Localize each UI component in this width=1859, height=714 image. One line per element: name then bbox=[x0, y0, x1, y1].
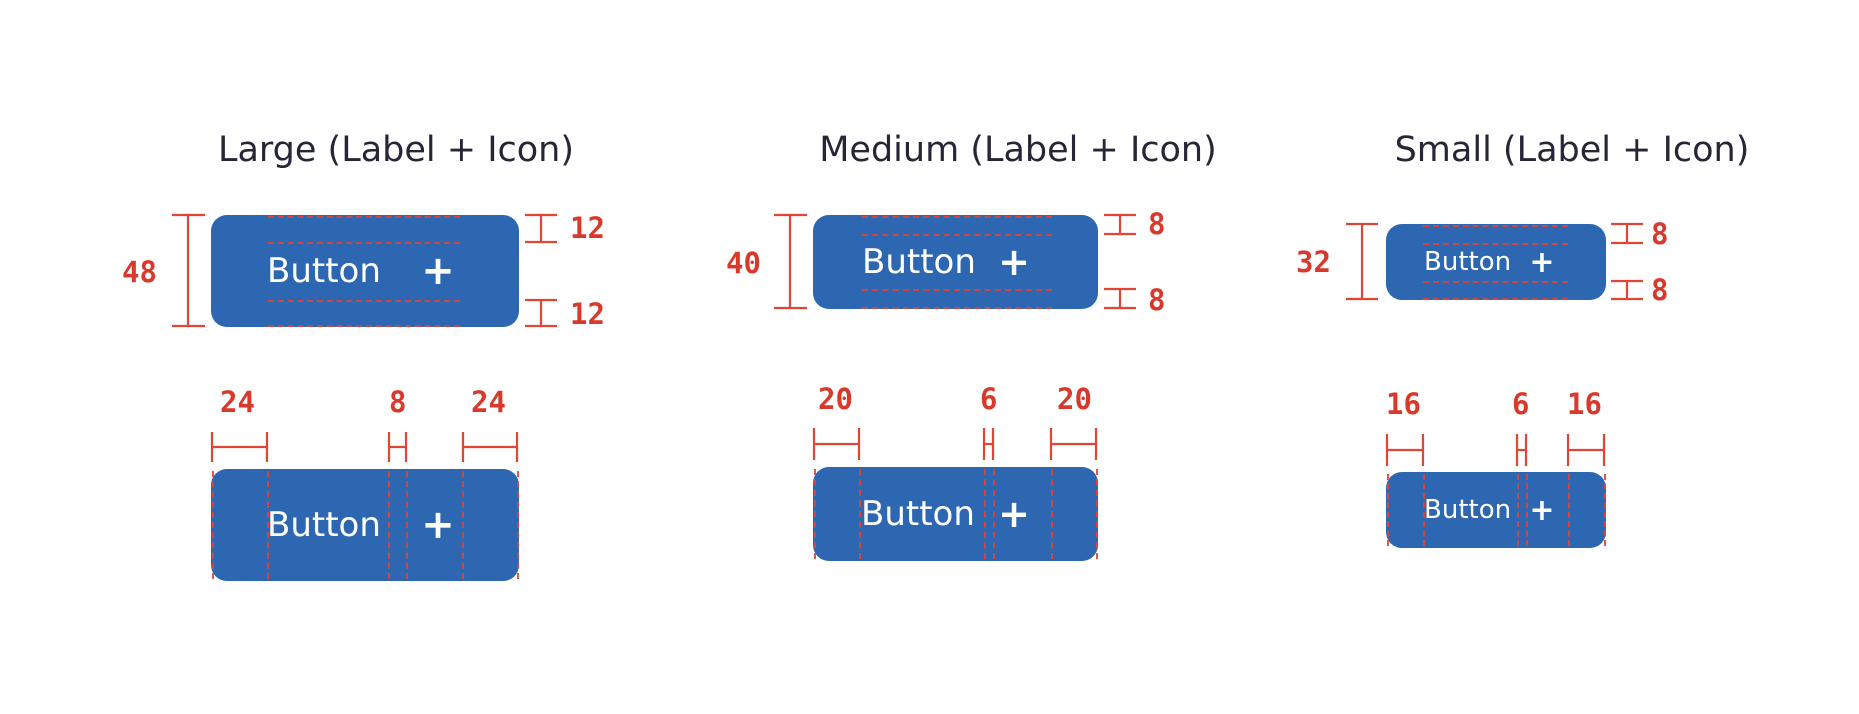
gap-marker bbox=[387, 432, 408, 462]
padding-guide bbox=[406, 471, 408, 579]
padding-bottom-marker bbox=[1611, 279, 1643, 301]
padding-guide bbox=[862, 216, 1052, 218]
plus-icon: + bbox=[1529, 244, 1555, 280]
height-value: 32 bbox=[1296, 245, 1331, 279]
gap-value: 6 bbox=[1512, 387, 1530, 421]
large-button-vertical-spec[interactable]: Button + bbox=[211, 215, 519, 327]
small-button-vertical-spec[interactable]: Button + bbox=[1386, 224, 1606, 300]
padding-guide bbox=[517, 471, 519, 579]
plus-icon: + bbox=[998, 492, 1030, 536]
medium-variant-title: Medium (Label + Icon) bbox=[819, 130, 1217, 170]
padding-right-value: 20 bbox=[1057, 382, 1092, 416]
button-label: Button bbox=[267, 251, 381, 291]
padding-bottom-marker bbox=[525, 298, 557, 328]
padding-bottom-marker bbox=[1104, 287, 1136, 310]
padding-guide bbox=[1387, 474, 1389, 546]
large-variant-title: Large (Label + Icon) bbox=[217, 130, 575, 170]
padding-guide bbox=[1517, 474, 1519, 546]
padding-guide bbox=[462, 471, 464, 579]
padding-guide bbox=[1568, 474, 1570, 546]
padding-guide bbox=[862, 234, 1052, 236]
padding-guide bbox=[814, 469, 816, 559]
padding-guide bbox=[1423, 243, 1568, 245]
button-label: Button bbox=[1424, 495, 1512, 525]
padding-top-marker bbox=[1611, 222, 1643, 245]
button-label: Button bbox=[861, 494, 975, 534]
large-button-horizontal-spec[interactable]: Button + bbox=[211, 469, 519, 581]
padding-guide bbox=[388, 471, 390, 579]
padding-guide bbox=[1423, 474, 1425, 546]
plus-icon: + bbox=[421, 248, 455, 294]
padding-guide bbox=[268, 242, 460, 244]
padding-left-value: 20 bbox=[818, 382, 853, 416]
padding-guide bbox=[1051, 469, 1053, 559]
small-variant-title: Small (Label + Icon) bbox=[1394, 130, 1750, 170]
padding-guide bbox=[212, 471, 214, 579]
padding-top-value: 8 bbox=[1651, 217, 1669, 251]
padding-top-marker bbox=[1104, 213, 1136, 236]
plus-icon: + bbox=[1529, 492, 1555, 528]
padding-guide bbox=[1096, 469, 1098, 559]
padding-guide bbox=[993, 469, 995, 559]
padding-top-value: 8 bbox=[1148, 207, 1166, 241]
padding-left-marker bbox=[210, 432, 269, 462]
padding-top-marker bbox=[525, 213, 557, 244]
padding-guide bbox=[862, 289, 1052, 291]
padding-top-value: 12 bbox=[570, 211, 605, 245]
padding-guide bbox=[984, 469, 986, 559]
padding-guide bbox=[1423, 298, 1568, 300]
padding-guide bbox=[1526, 474, 1528, 546]
padding-right-marker bbox=[1049, 428, 1098, 460]
button-label: Button bbox=[862, 242, 976, 282]
padding-bottom-value: 8 bbox=[1148, 283, 1166, 317]
plus-icon: + bbox=[998, 240, 1030, 284]
padding-right-marker bbox=[1566, 434, 1606, 466]
padding-left-marker bbox=[1385, 434, 1425, 466]
padding-guide bbox=[859, 469, 861, 559]
plus-icon: + bbox=[421, 502, 455, 548]
gap-marker bbox=[1515, 434, 1528, 466]
padding-right-value: 24 bbox=[471, 385, 506, 419]
button-label: Button bbox=[1424, 247, 1512, 277]
gap-value: 6 bbox=[980, 382, 998, 416]
medium-button-vertical-spec[interactable]: Button + bbox=[813, 215, 1098, 309]
gap-value: 8 bbox=[389, 385, 407, 419]
height-dimension-marker bbox=[774, 213, 807, 310]
height-value: 48 bbox=[122, 255, 157, 289]
height-dimension-marker bbox=[172, 213, 205, 328]
padding-guide bbox=[1423, 281, 1568, 283]
padding-bottom-value: 8 bbox=[1651, 273, 1669, 307]
gap-marker bbox=[982, 428, 995, 460]
padding-guide bbox=[862, 307, 1052, 309]
padding-guide bbox=[1604, 474, 1606, 546]
padding-left-marker bbox=[812, 428, 861, 460]
padding-guide bbox=[268, 300, 460, 302]
padding-guide bbox=[267, 471, 269, 579]
padding-right-marker bbox=[461, 432, 519, 462]
height-dimension-marker bbox=[1346, 222, 1378, 301]
padding-guide bbox=[1423, 225, 1568, 227]
height-value: 40 bbox=[726, 246, 761, 280]
button-label: Button bbox=[267, 505, 381, 545]
padding-guide bbox=[268, 216, 460, 218]
padding-guide bbox=[268, 325, 460, 327]
padding-left-value: 24 bbox=[220, 385, 255, 419]
padding-left-value: 16 bbox=[1386, 387, 1421, 421]
padding-right-value: 16 bbox=[1567, 387, 1602, 421]
padding-bottom-value: 12 bbox=[570, 297, 605, 331]
